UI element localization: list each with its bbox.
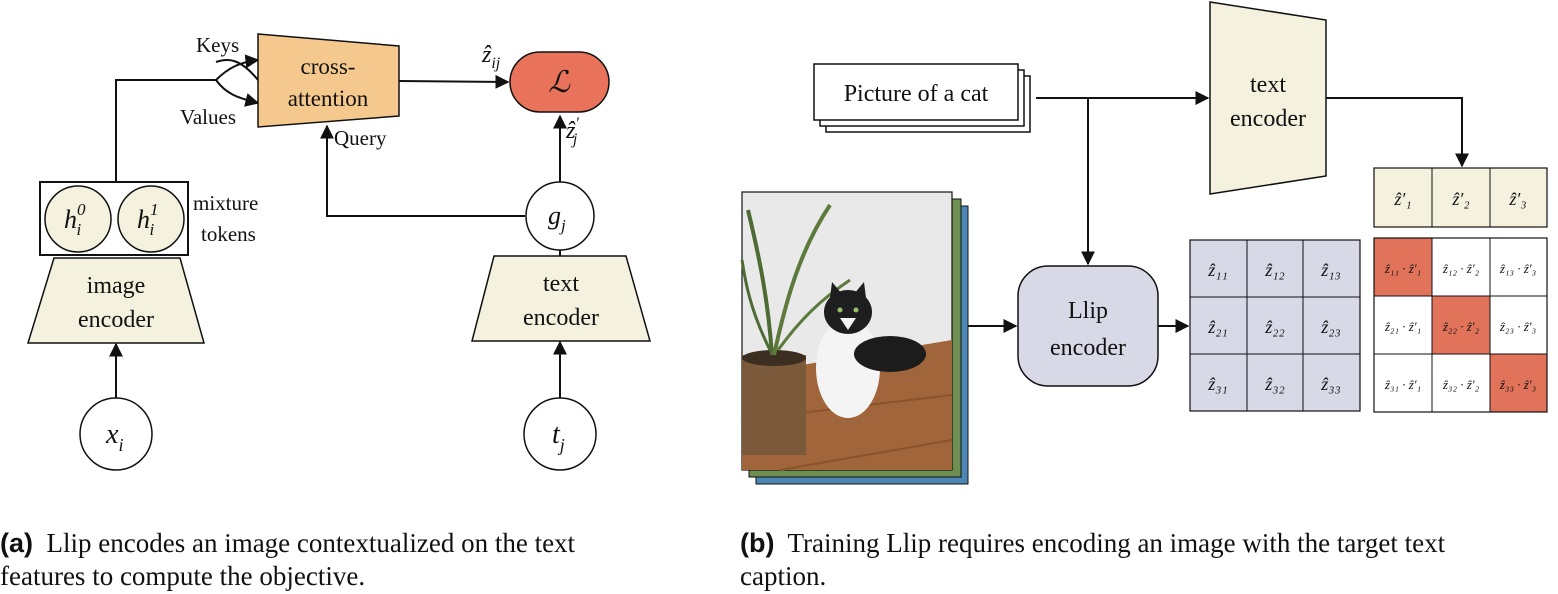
- similarity-cell: ẑ₃₃ · ẑ′₃: [1499, 377, 1536, 392]
- image-vector-cell: ẑ₁₁: [1207, 260, 1228, 280]
- text-encoder-block: [471, 255, 651, 342]
- z-j-prime-label: ẑ′j: [565, 115, 579, 148]
- mixture-label-1: mixture: [193, 191, 258, 215]
- text-encoder-label-1: text: [543, 271, 579, 297]
- similarity-cell: ẑ₁₃ · ẑ′₃: [1499, 261, 1536, 276]
- similarity-cell: ẑ₁₁ · ẑ′₁: [1384, 261, 1421, 276]
- similarity-grid: ẑ₁₁ · ẑ′₁ ẑ₁₂ · ẑ′₂ ẑ₁₃ · ẑ′₃ ẑ₂₁ · ẑ′₁ …: [1373, 237, 1548, 413]
- caption-a-line-1: (a) Llip encodes an image contextualized…: [0, 527, 700, 560]
- caption-a-text-1: Llip encodes an image contextualized on …: [46, 528, 576, 558]
- similarity-cell: ẑ₃₂ · ẑ′₂: [1442, 377, 1480, 392]
- t-node: [523, 397, 597, 471]
- caption-b-line-1: (b) Training Llip requires encoding an i…: [740, 527, 1556, 560]
- similarity-highlight: [1490, 354, 1547, 412]
- text-vectors-row: ẑ′₁ ẑ′₂ ẑ′₃: [1373, 167, 1548, 228]
- keys-label: Keys: [196, 33, 239, 57]
- similarity-cell: ẑ₂₃ · ẑ′₃: [1499, 319, 1536, 334]
- caption-b-tag: (b): [740, 528, 775, 558]
- text-vector-cell: ẑ′₂: [1451, 189, 1469, 209]
- caption-b-text-1: Training Llip requires encoding an image…: [787, 528, 1446, 558]
- loss-node: [509, 51, 610, 113]
- caption-b: (b) Training Llip requires encoding an i…: [740, 527, 1556, 593]
- caption-a-tag: (a): [0, 528, 33, 558]
- similarity-highlight: [1374, 238, 1432, 296]
- caption-card: [813, 63, 1019, 121]
- image-vector-cell: ẑ₂₂: [1264, 317, 1285, 337]
- query-arrow: [320, 124, 525, 217]
- image-vector-cell: ẑ₂₁: [1207, 317, 1228, 337]
- cat-image-stack: [740, 191, 969, 485]
- g-label: gj: [548, 201, 566, 235]
- image-vectors-grid: ẑ₁₁ ẑ₁₂ ẑ₁₃ ẑ₂₁ ẑ₂₂ ẑ₂₃ ẑ₃₁ ẑ₃₂ ẑ₃₃: [1189, 239, 1361, 412]
- values-label: Values: [180, 105, 236, 129]
- image-vector-cell: ẑ₃₃: [1320, 374, 1341, 394]
- h0-token: [44, 185, 112, 253]
- image-vector-cell: ẑ₂₃: [1320, 317, 1341, 337]
- t-label: tj: [552, 419, 565, 455]
- llip-encoder-block: [1017, 265, 1159, 387]
- text-vector-cell: ẑ′₁: [1393, 189, 1411, 209]
- text-encoder-label-2: encoder: [523, 305, 599, 331]
- image-encoder-label-1: image: [87, 273, 146, 299]
- caption-b-text-2: caption.: [740, 561, 827, 591]
- image-encoder-label-2: encoder: [78, 307, 154, 333]
- text-vector-cell: ẑ′₃: [1508, 189, 1526, 209]
- llip-encoder-label-1: Llip: [1068, 298, 1108, 324]
- cross-attention-label-1: cross-: [301, 54, 356, 79]
- image-vector-cell: ẑ₃₁: [1207, 374, 1228, 394]
- similarity-cell: ẑ₃₁ · ẑ′₁: [1384, 377, 1421, 392]
- image-vector-cell: ẑ₁₂: [1264, 260, 1285, 280]
- caption-a-text-2: features to compute the objective.: [0, 561, 366, 591]
- similarity-cell: ẑ₁₂ · ẑ′₂: [1442, 261, 1480, 276]
- attention-to-loss-arrow: [398, 74, 510, 89]
- b-text-encoder-block: [1209, 1, 1327, 195]
- similarity-cell: ẑ₂₂ · ẑ′₂: [1442, 319, 1480, 334]
- similarity-highlight: [1432, 296, 1490, 354]
- figure-canvas: cross- attention Keys Values Query ℒ ẑij…: [26, 1, 1548, 485]
- cat-photo: [740, 191, 953, 471]
- loss-symbol: ℒ: [548, 66, 571, 99]
- panel-b: Picture of a cat text encoder: [740, 1, 1548, 485]
- keys-curve: [215, 59, 259, 81]
- cross-attention-block: [257, 33, 400, 128]
- keys-arrow: [215, 54, 260, 81]
- x-node: [79, 397, 153, 471]
- g-node: [525, 181, 595, 251]
- z-ij-label: ẑij: [481, 42, 501, 72]
- image-vector-cell: ẑ₃₂: [1264, 374, 1285, 394]
- values-curve: [215, 79, 260, 107]
- mixture-label-2: tokens: [201, 222, 256, 246]
- text-encoder-to-vectors-arrow: [1326, 97, 1469, 168]
- image-vector-cell: ẑ₁₃: [1320, 260, 1341, 280]
- llip-encoder-label-2: encoder: [1050, 335, 1126, 361]
- mixture-to-attention-line: [115, 79, 216, 182]
- caption-a: (a) Llip encodes an image contextualized…: [0, 527, 700, 593]
- cross-attention-label-2: attention: [288, 86, 369, 111]
- caption-card-text: Picture of a cat: [844, 81, 989, 107]
- b-text-encoder-label-1: text: [1250, 72, 1286, 98]
- image-encoder-block: [26, 257, 205, 344]
- query-label: Query: [334, 126, 387, 150]
- b-text-encoder-label-2: encoder: [1230, 106, 1306, 132]
- similarity-cell: ẑ₂₁ · ẑ′₁: [1384, 319, 1421, 334]
- x-label: xi: [105, 419, 123, 455]
- h1-token: [117, 185, 185, 253]
- panel-a: cross- attention Keys Values Query ℒ ẑij…: [26, 33, 651, 471]
